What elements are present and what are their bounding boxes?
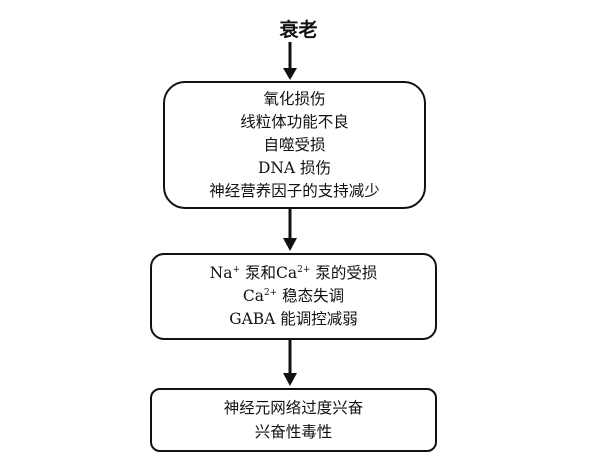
aging-causes-box: 氧化损伤 线粒体功能不良 自噬受损 DNA 损伤 神经营养因子的支持减少 (163, 81, 426, 209)
ca-charge: 2+ (297, 264, 311, 275)
pump-damage-text: 泵的受损 (315, 264, 378, 282)
calcium-homeostasis-line: Ca2+ 稳态失调 (243, 285, 344, 308)
cause-mitochondrial-dysfunction: 线粒体功能不良 (240, 112, 349, 131)
cause-oxidative-damage: 氧化损伤 (263, 89, 326, 108)
diagram-title: 衰老 (279, 19, 318, 41)
excitotoxicity-box: 神经元网络过度兴奋 兴奋性毒性 (150, 388, 437, 452)
homeostasis-text: 稳态失调 (282, 287, 345, 305)
network-hyperexcitability: 神经元网络过度兴奋 (223, 399, 364, 417)
ion-dysregulation-box: Na+ 泵和Ca2+ 泵的受损 Ca2+ 稳态失调 GABA 能调控减弱 (150, 253, 437, 340)
cause-autophagy-impairment: 自噬受损 (263, 135, 326, 154)
na-charge: + (232, 264, 241, 275)
gaba-regulation-line: GABA 能调控减弱 (229, 310, 358, 328)
ca-label-2: Ca (242, 287, 264, 305)
pump-damage-line: Na+ 泵和Ca2+ 泵的受损 (210, 262, 378, 285)
arrow-2 (283, 209, 297, 251)
cause-dna-damage: DNA 损伤 (257, 158, 332, 177)
arrow-3 (283, 340, 297, 386)
cause-neurotrophic-decline: 神经营养因子的支持减少 (209, 181, 380, 200)
pump-and-text: 泵和 (244, 264, 276, 282)
arrow-1 (283, 42, 297, 80)
na-label: Na (209, 264, 233, 282)
ca-charge-2: 2+ (263, 287, 278, 298)
excitotoxicity: 兴奋性毒性 (254, 423, 333, 441)
ca-label: Ca (275, 264, 298, 282)
